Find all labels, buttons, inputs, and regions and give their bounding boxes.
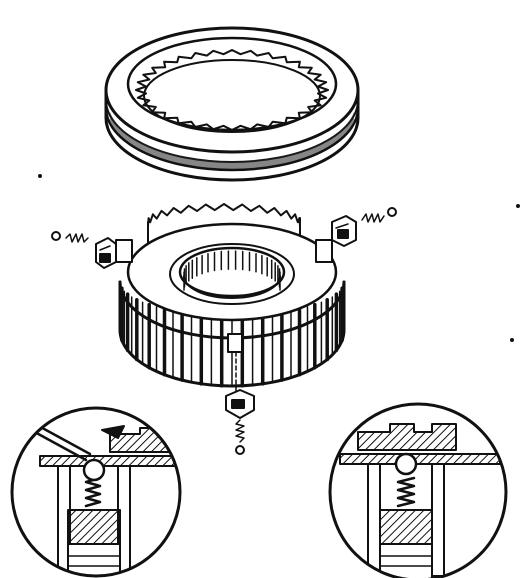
sleeve-internal-splines [135,49,329,131]
spline-zigzag [135,49,329,131]
shifting-key-left [95,237,117,269]
key-spring-right [361,213,385,223]
shifting-key-right [331,215,357,247]
hub-inner-splines [183,250,281,291]
detail-right [328,402,508,578]
detail-left [10,406,182,578]
back-tooth-edge [147,203,301,227]
detent-ball-right [387,207,397,217]
key-spring-bottom [235,419,245,443]
synchronizer-hub [115,203,346,388]
shifting-key-bottom [225,389,255,419]
detent-ball-bottom [235,445,245,455]
key-spring-left [65,233,89,243]
synchronizer-sleeve [104,26,360,182]
detent-ball-left [51,231,61,241]
hub-back-teeth [147,203,301,227]
hub-outer-teeth [119,284,345,388]
